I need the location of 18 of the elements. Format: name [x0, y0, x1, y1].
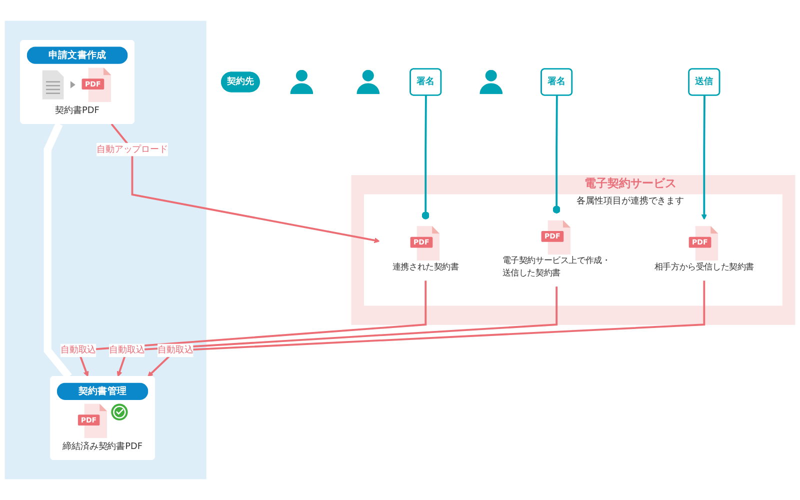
section-heading: 申請文書作成: [26, 46, 128, 64]
edge-label: 自動取込: [108, 345, 145, 356]
edge-label: 自動取込: [60, 345, 96, 356]
arrow: [148, 280, 706, 377]
arrow: [110, 123, 380, 244]
file-caption: 契約書PDF: [55, 104, 100, 118]
edge-label: 自動アップロード: [96, 144, 168, 154]
group-title: 電子契約サービス: [584, 176, 676, 192]
cluster: [351, 175, 796, 325]
section-heading: 契約書管理: [56, 382, 148, 400]
edge-label: 自動取込: [157, 345, 194, 356]
connector: [422, 95, 430, 220]
arrow: [116, 286, 558, 377]
group-title: 各属性項目が連携できます: [576, 194, 684, 208]
connector: [552, 95, 560, 214]
cluster: [4, 20, 206, 480]
file-caption: 締結済み契約書PDF: [62, 440, 143, 454]
arrow: [701, 95, 707, 220]
